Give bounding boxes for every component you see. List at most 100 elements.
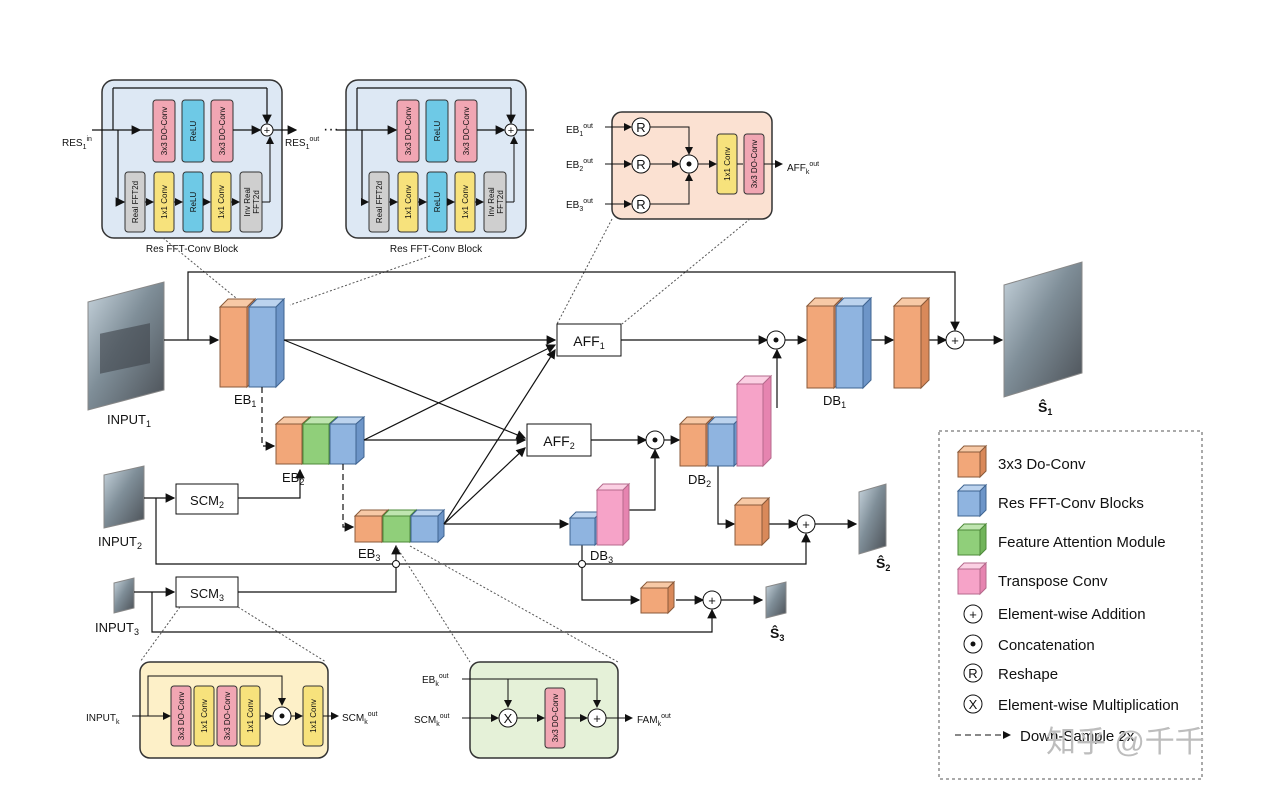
svg-text:ReLU: ReLU bbox=[433, 192, 442, 213]
legend-swatch-green bbox=[956, 522, 988, 557]
scm-detail-box: INPUTk 3x3 DO-Conv 1x1 Conv 3x3 DO-Conv … bbox=[86, 661, 378, 759]
watermark: 知乎 @千千 bbox=[1046, 726, 1205, 759]
svg-text:1x1 Conv: 1x1 Conv bbox=[461, 185, 470, 219]
concat-op-1 bbox=[766, 330, 786, 350]
db1-label: DB1 bbox=[823, 393, 846, 410]
db3-label: DB3 bbox=[590, 548, 613, 565]
svg-text:R: R bbox=[636, 120, 645, 135]
connections bbox=[134, 271, 1004, 633]
svg-text:SCMkout: SCMkout bbox=[342, 711, 378, 726]
scm3-box bbox=[175, 576, 239, 608]
svg-text:ReLU: ReLU bbox=[189, 121, 198, 142]
junction-dot bbox=[392, 560, 400, 568]
add-op-1: + bbox=[945, 330, 965, 350]
svg-text:1x1 Conv: 1x1 Conv bbox=[723, 147, 732, 181]
eb1-label: EB1 bbox=[234, 392, 256, 409]
input1-label: INPUT1 bbox=[107, 412, 151, 429]
eb3-block bbox=[353, 508, 446, 544]
input2-label: INPUT2 bbox=[98, 534, 142, 551]
db3-block bbox=[568, 482, 631, 547]
s1-label: Ŝ1 bbox=[1038, 398, 1052, 417]
svg-text:3x3 DO-Conv: 3x3 DO-Conv bbox=[404, 107, 413, 155]
legend-multiply-icon bbox=[963, 694, 983, 714]
res-fft-conv-block-1: + 3x3 DO-Conv ReLU 3x3 DO-Conv Real FFT2… bbox=[92, 79, 298, 255]
conv-block-out2 bbox=[733, 496, 771, 547]
legend-label: Feature Attention Module bbox=[998, 534, 1166, 551]
s3-label: Ŝ3 bbox=[770, 624, 784, 643]
svg-text:3x3 DO-Conv: 3x3 DO-Conv bbox=[160, 107, 169, 155]
res-out-label: RES1out bbox=[285, 136, 319, 151]
svg-text:FFT2d: FFT2d bbox=[496, 190, 505, 214]
svg-text:+: + bbox=[969, 607, 977, 622]
svg-text:INPUTk: INPUTk bbox=[86, 713, 120, 726]
svg-text:+: + bbox=[951, 333, 959, 348]
input-image-1 bbox=[87, 281, 165, 411]
svg-text:1x1 Conv: 1x1 Conv bbox=[160, 185, 169, 219]
legend-label: Reshape bbox=[998, 666, 1058, 683]
aff-detail-box: EB1out EB2out EB3out R R R 1x1 Conv 3x3 … bbox=[566, 111, 819, 220]
legend-swatch-pink bbox=[956, 561, 988, 596]
svg-text:+: + bbox=[708, 593, 716, 608]
svg-text:FFT2d: FFT2d bbox=[252, 190, 261, 214]
svg-text:Inv Real: Inv Real bbox=[243, 187, 252, 217]
legend-label: Res FFT-Conv Blocks bbox=[998, 495, 1144, 512]
svg-text:+: + bbox=[264, 125, 270, 137]
svg-text:EBkout: EBkout bbox=[422, 673, 449, 688]
svg-text:1x1 Conv: 1x1 Conv bbox=[217, 185, 226, 219]
add-op-2: + bbox=[796, 514, 816, 534]
legend-label: Element-wise Multiplication bbox=[998, 697, 1179, 714]
legend-label: Transpose Conv bbox=[998, 573, 1108, 590]
svg-text:3x3 DO-Conv: 3x3 DO-Conv bbox=[223, 692, 232, 740]
svg-text:3x3 DO-Conv: 3x3 DO-Conv bbox=[218, 107, 227, 155]
aff1-label: AFF1 bbox=[573, 333, 604, 351]
legend-swatch-blue bbox=[956, 483, 988, 518]
svg-text:EB3out: EB3out bbox=[566, 198, 593, 213]
svg-text:EB1out: EB1out bbox=[566, 123, 593, 138]
svg-text:AFFkout: AFFkout bbox=[787, 161, 819, 176]
db1-block bbox=[805, 296, 873, 390]
svg-text:Real FFT2d: Real FFT2d bbox=[375, 181, 384, 223]
legend-add-icon bbox=[963, 604, 983, 624]
svg-text:Res FFT-Conv Block: Res FFT-Conv Block bbox=[390, 244, 483, 255]
svg-text:R: R bbox=[636, 157, 645, 172]
svg-text:X: X bbox=[504, 711, 513, 726]
svg-text:1x1 Conv: 1x1 Conv bbox=[404, 185, 413, 219]
scm3-label: SCM3 bbox=[190, 586, 224, 603]
input3-label: INPUT3 bbox=[95, 620, 139, 637]
svg-text:1x1 Conv: 1x1 Conv bbox=[246, 699, 255, 733]
svg-text:ReLU: ReLU bbox=[433, 121, 442, 142]
svg-text:R: R bbox=[636, 197, 645, 212]
eb3-label: EB3 bbox=[358, 546, 380, 563]
svg-text:X: X bbox=[969, 697, 978, 712]
input-image-3 bbox=[113, 577, 135, 614]
s2-label: Ŝ2 bbox=[876, 554, 890, 573]
svg-text:3x3 DO-Conv: 3x3 DO-Conv bbox=[551, 694, 560, 742]
junction-dot bbox=[578, 560, 586, 568]
svg-text:1x1 Conv: 1x1 Conv bbox=[200, 699, 209, 733]
svg-text:+: + bbox=[593, 711, 601, 726]
svg-text:1x1 Conv: 1x1 Conv bbox=[309, 699, 318, 733]
eb1-block bbox=[218, 297, 286, 389]
db2-label: DB2 bbox=[688, 472, 711, 489]
input-image-2 bbox=[103, 465, 145, 529]
aff1-box bbox=[556, 323, 622, 357]
db2-block bbox=[678, 374, 773, 468]
res-fft-conv-block-2: + 3x3 DO-Conv ReLU 3x3 DO-Conv Real FFT2… bbox=[336, 79, 534, 255]
svg-text:+: + bbox=[508, 125, 514, 137]
aff2-label: AFF2 bbox=[543, 433, 574, 451]
svg-text:Res FFT-Conv Block: Res FFT-Conv Block bbox=[146, 244, 239, 255]
res-in-label: RES1in bbox=[62, 136, 92, 151]
legend-label: Down-Sample 2x bbox=[1020, 728, 1135, 745]
scm2-box bbox=[175, 483, 239, 515]
svg-text:ReLU: ReLU bbox=[189, 192, 198, 213]
legend-label: Element-wise Addition bbox=[998, 606, 1146, 623]
svg-text:SCMkout: SCMkout bbox=[414, 713, 450, 728]
aff2-box bbox=[526, 423, 592, 457]
svg-text:FAMkout: FAMkout bbox=[637, 713, 671, 728]
legend-label: 3x3 Do-Conv bbox=[998, 456, 1086, 473]
legend-reshape-icon bbox=[963, 663, 983, 683]
eb2-label: EB2 bbox=[282, 470, 304, 487]
legend-label: Concatenation bbox=[998, 637, 1095, 654]
legend: 3x3 Do-Conv Res FFT-Conv Blocks Feature … bbox=[938, 430, 1203, 780]
